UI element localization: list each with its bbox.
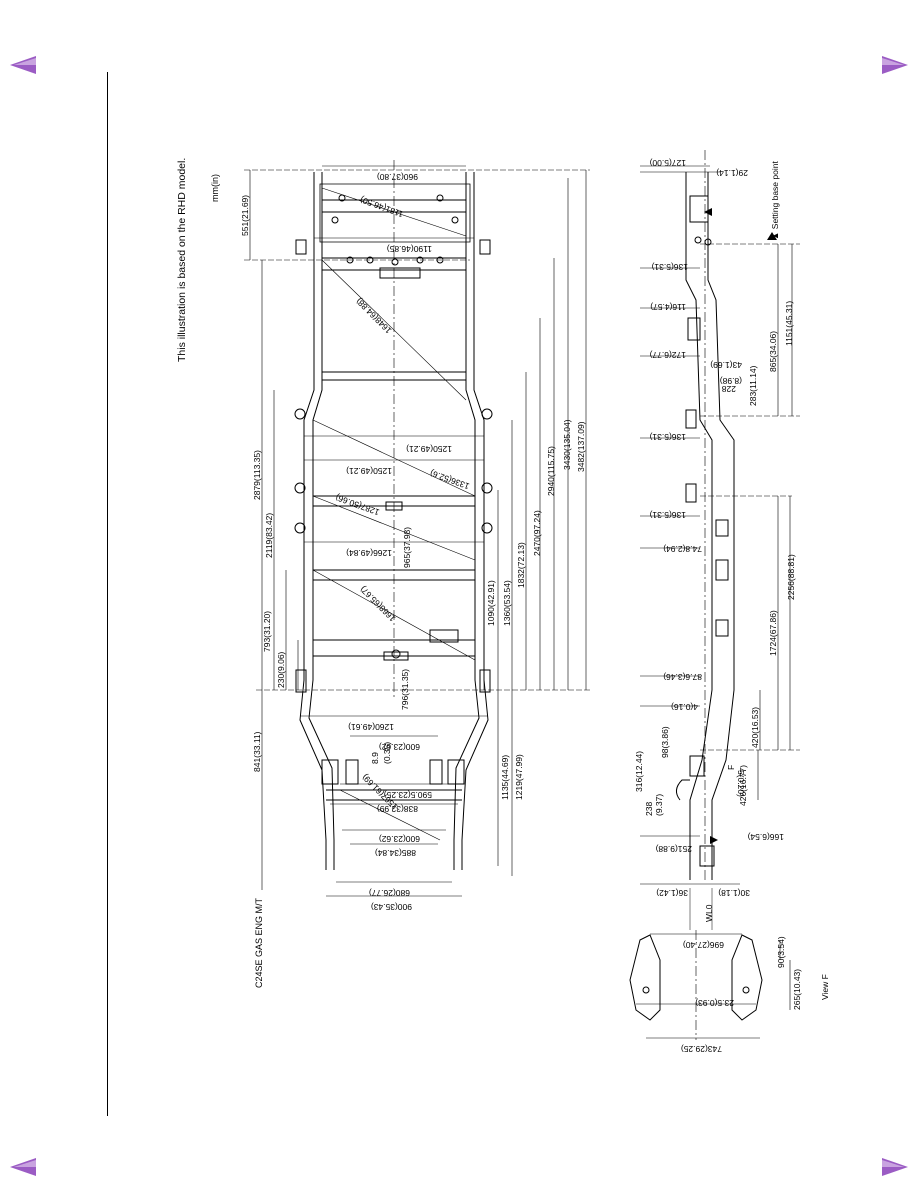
dim-283: 283(11.14) — [748, 365, 758, 406]
arrow-left-icon — [10, 56, 36, 74]
dim-265: 265(10.43) — [792, 969, 802, 1010]
dim-885: 885(34.84) — [375, 848, 416, 858]
arrow-left-icon — [10, 1158, 36, 1176]
next-page-button-top[interactable] — [880, 54, 910, 76]
dim-600b: 600(23.62) — [379, 834, 420, 844]
dim-1190: 1190(46.85) — [387, 244, 432, 254]
dim-127: 127(5.00) — [649, 158, 686, 168]
arrow-right-icon — [882, 1158, 908, 1176]
dim-838: 838(32.99) — [377, 804, 418, 814]
margin-rule — [107, 72, 108, 1116]
dim-1250b: 1250(49.21) — [346, 466, 392, 476]
dim-793: 793(31.20) — [262, 611, 272, 652]
view-f-label: View F — [820, 974, 830, 1000]
dim-3430: 3430(135.04) — [562, 419, 572, 470]
dim-551: 551(21.69) — [240, 195, 250, 236]
dim-2256: 2256(88.81) — [786, 554, 796, 600]
dim-1724: 1724(67.86) — [768, 610, 778, 656]
dim-228: 228 — [722, 384, 736, 394]
dim-136b: 136(5.31) — [649, 432, 686, 442]
dim-1360: 1360(53.54) — [502, 580, 512, 626]
dim-8-9: 8.9 — [370, 752, 380, 764]
dim-36: 36(1.42) — [656, 888, 688, 898]
dim-1181: 1181(46.50) — [359, 195, 405, 220]
wl0-label: WL0 — [704, 904, 714, 922]
dim-2470: 2470(97.24) — [532, 510, 542, 556]
dim-90: 90(3.54) — [776, 936, 786, 968]
dim-680: 680(26.77) — [369, 888, 410, 898]
dim-2879: 2879(113.35) — [252, 450, 262, 500]
dim-98: 98(3.86) — [660, 726, 670, 758]
dim-590-5: 590.5(23.25) — [384, 790, 432, 800]
dim-600a: 600(23.62) — [379, 742, 420, 752]
dim-43: 43(1.69) — [710, 360, 742, 370]
dim-1648: 1648(64.88) — [354, 296, 394, 336]
dim-228b: (8.98) — [720, 376, 742, 386]
dim-1151: 1151(45.31) — [784, 301, 794, 346]
dim-1250a: 1250(49.21) — [406, 444, 452, 454]
dim-1260: 1260(49.61) — [348, 722, 394, 732]
dim-2940: 2940(115.75) — [546, 446, 556, 496]
f-label: F — [726, 765, 736, 770]
next-page-button-bottom[interactable] — [880, 1156, 910, 1178]
dim-238b: (9.37) — [654, 794, 664, 816]
dim-316: 316(12.44) — [634, 751, 644, 792]
dim-4: 4(0.16) — [671, 702, 698, 712]
dim-74-8: 74.8(2.94) — [663, 544, 702, 554]
dim-251: 251(9.88) — [655, 844, 692, 854]
base-point-marker — [704, 208, 712, 216]
dim-2119: 2119(83.42) — [264, 513, 274, 558]
dim-172: 172(6.77) — [649, 350, 686, 360]
dim-238: 238 — [644, 802, 654, 816]
dim-865: 865(34.06) — [768, 331, 778, 372]
dim-23-5: 23.5(0.93) — [695, 998, 734, 1008]
dim-841: 841(33.11) — [252, 731, 262, 772]
units-label: mm(in) — [210, 174, 220, 202]
dim-3482: 3482(137.09) — [576, 421, 586, 472]
dim-696: 696(27.40) — [683, 940, 724, 950]
dim-136c: 136(5.31) — [649, 510, 686, 520]
dim-426: 426(16.77) — [738, 765, 748, 806]
dim-87-6: 87.6(3.46) — [663, 672, 702, 682]
dim-743: 743(29.25) — [681, 1044, 722, 1054]
page-note: This illustration is based on the RHD mo… — [176, 158, 188, 362]
dim-1266: 1266(49.84) — [346, 548, 392, 558]
dim-1832: 1832(72.13) — [516, 542, 526, 588]
dim-29: 29(1.14) — [716, 168, 748, 178]
dim-0-35: (0.35) — [382, 742, 392, 764]
dim-1336: 1336(52.6) — [428, 468, 470, 492]
dim-960: 960(37.80) — [377, 172, 418, 182]
dim-796: 796(31.35) — [400, 669, 410, 710]
dim-1135: 1135(44.69) — [500, 755, 510, 800]
dim-230: 230(9.06) — [276, 651, 286, 688]
dim-136a: 136(5.31) — [651, 262, 688, 272]
dim-166: 166(6.54) — [747, 832, 784, 842]
engine-label: C24SE GAS ENG M/T — [254, 897, 264, 988]
prev-page-button-top[interactable] — [8, 54, 38, 76]
arrow-right-icon — [882, 56, 908, 74]
dim-1219: 1219(47.99) — [514, 754, 524, 800]
dim-5: 5(0.20) — [736, 770, 746, 797]
prev-page-button-bottom[interactable] — [8, 1156, 38, 1178]
dim-1668: 1668(65.67) — [358, 584, 398, 624]
dim-420: 420(16.53) — [750, 707, 760, 748]
dim-30: 30(1.18) — [718, 888, 750, 898]
dim-900: 900(35.43) — [371, 902, 412, 912]
dim-116: 116(4.57) — [650, 302, 686, 312]
dim-965: 965(37.98) — [402, 527, 412, 568]
setting-base-point: ▲ Setting base point — [770, 161, 780, 240]
dim-1090: 1090(42.91) — [486, 580, 496, 626]
